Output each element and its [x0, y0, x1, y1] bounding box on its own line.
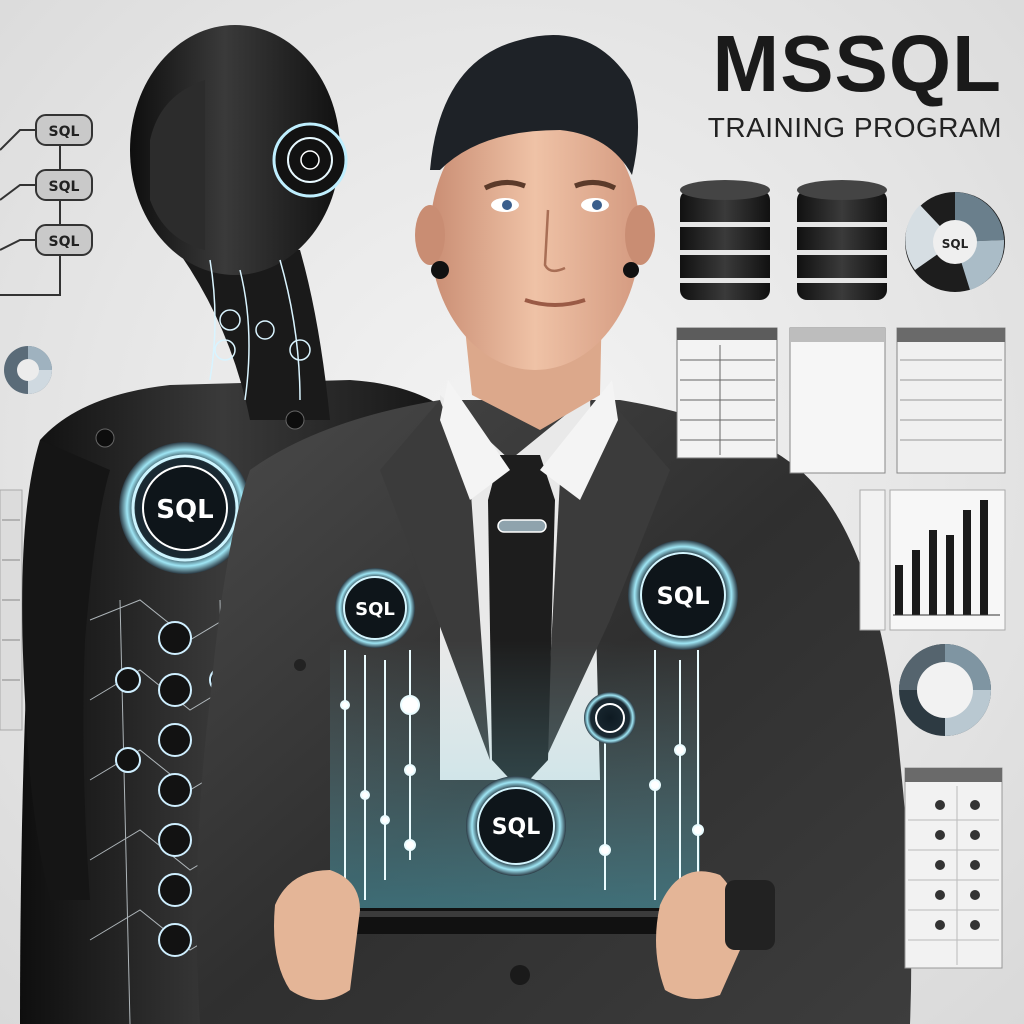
headline-block: MSSQL TRAINING PROGRAM: [708, 24, 1002, 144]
diagram-node-3: [35, 224, 93, 256]
database-icon: [797, 180, 887, 300]
tablet-device: [290, 908, 690, 934]
right-grid-panel: [904, 767, 1003, 969]
database-icon: [680, 180, 770, 300]
diagram-node-1-label: SQL: [49, 124, 80, 140]
left-floating-badge-label: SQL: [355, 599, 395, 620]
page-subtitle: TRAINING PROGRAM: [707, 112, 1002, 143]
page-title: MSSQL: [712, 19, 1002, 108]
donut-chart-icon: [899, 644, 991, 736]
left-data-panel: [0, 489, 23, 731]
hands: [274, 870, 741, 1000]
bottom-center-badge-label: SQL: [492, 815, 541, 840]
bar-chart-icon: [859, 489, 1006, 631]
robot-chest-sql-badge: [119, 442, 251, 574]
robot-chest-badge-label: SQL: [156, 495, 213, 525]
bottom-center-sql-badge: [466, 776, 566, 876]
left-floating-sql-badge: [335, 568, 415, 648]
diagram-node-2-label: SQL: [49, 179, 80, 195]
wristwatch-icon: [725, 880, 775, 950]
right-floating-sql-badge: [628, 540, 738, 650]
pie-chart-label: SQL: [942, 237, 969, 251]
right-table-panel: [676, 327, 1006, 474]
left-donut-chart-icon: [4, 346, 52, 394]
diagram-node-2: [35, 169, 93, 201]
diagram-node-1: [35, 114, 93, 146]
diagram-node-3-label: SQL: [49, 234, 80, 250]
right-floating-badge-label: SQL: [657, 582, 710, 610]
left-flow-diagram: [0, 114, 93, 296]
pie-chart-icon: [905, 192, 1005, 292]
